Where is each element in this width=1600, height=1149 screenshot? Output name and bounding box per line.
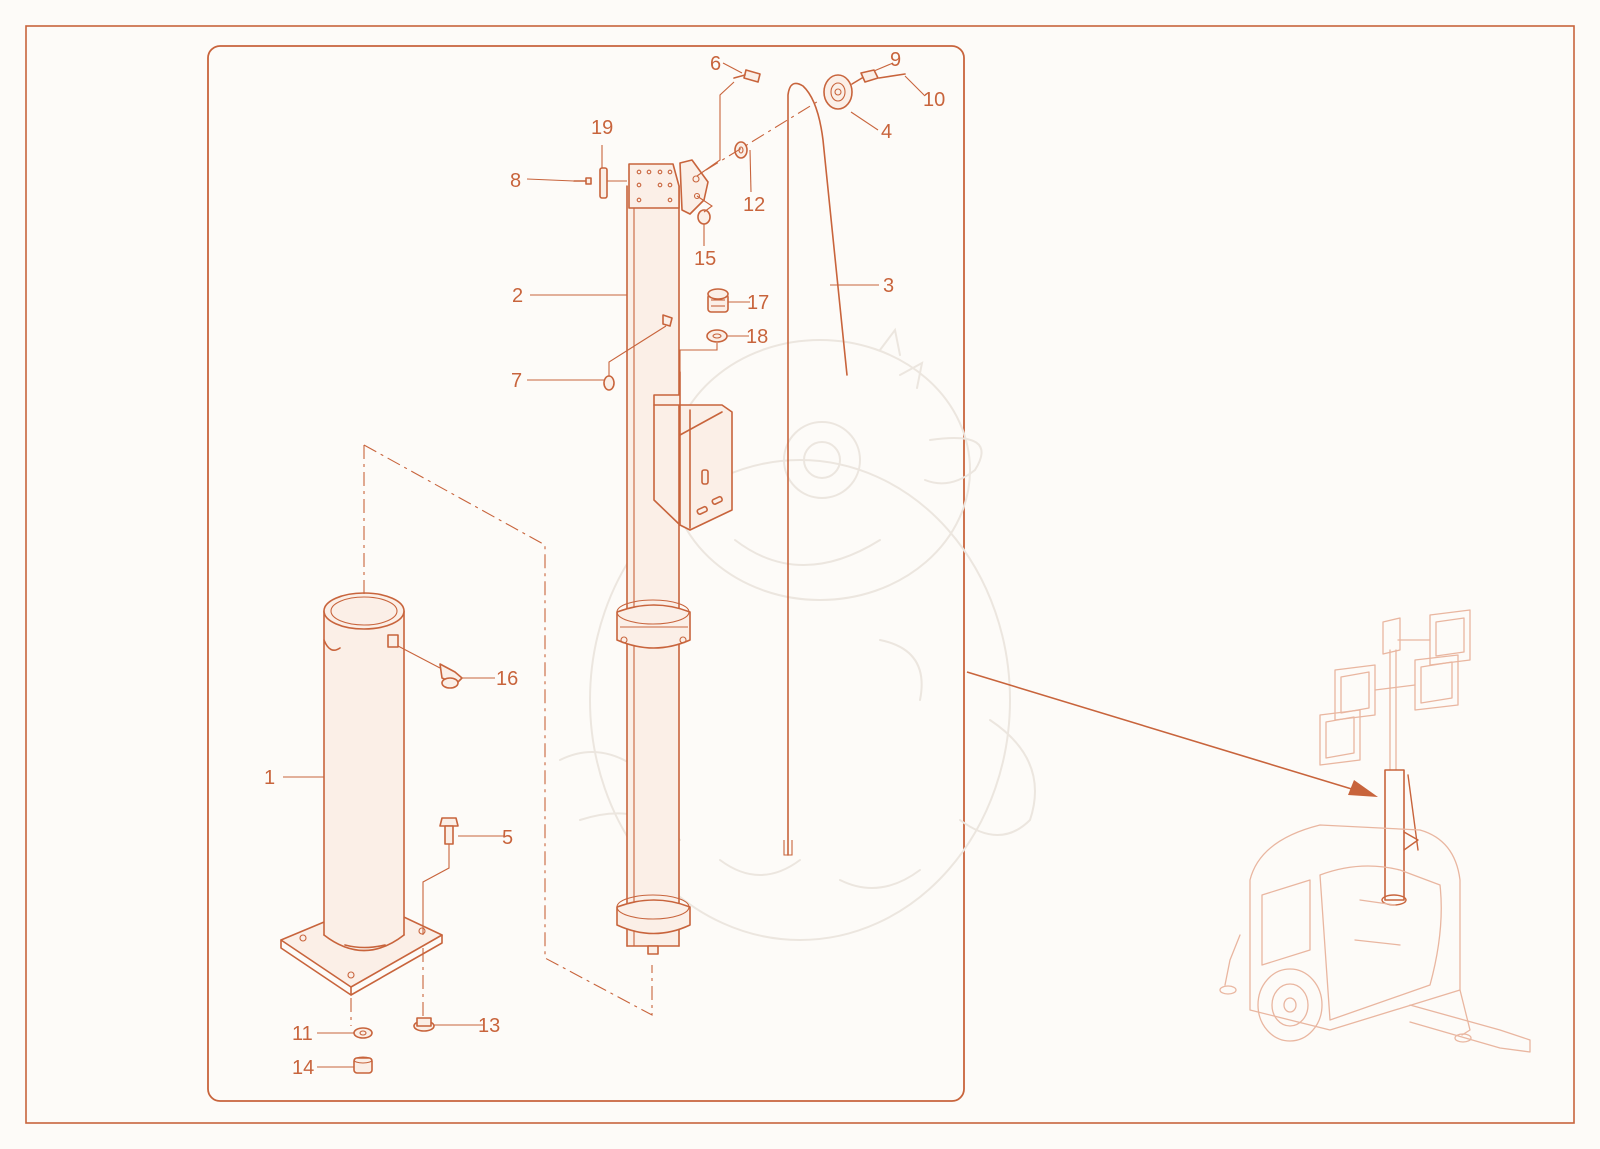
part-8-screw — [573, 177, 592, 185]
part-3-cable — [783, 82, 848, 856]
assembly-path — [363, 444, 653, 1016]
part-16-pin — [397, 645, 463, 689]
part-12-washer — [705, 99, 821, 171]
part-9-axle-bolt — [851, 69, 879, 85]
callout-15: 15 — [694, 248, 716, 270]
callout-3: 3 — [883, 275, 894, 297]
callout-13: 13 — [478, 1015, 500, 1037]
callout-9: 9 — [890, 49, 901, 71]
part-1-base-sleeve — [280, 592, 443, 996]
callout-19: 19 — [591, 117, 613, 139]
callout-12: 12 — [743, 194, 765, 216]
light-tower-overview-icon — [1219, 609, 1531, 1053]
callout-6: 6 — [710, 53, 721, 75]
leader-lines — [283, 62, 926, 1068]
callout-17: 17 — [747, 292, 769, 314]
callout-4: 4 — [881, 121, 892, 143]
part-14-nut — [353, 1056, 373, 1074]
callout-16: 16 — [496, 668, 518, 690]
detail-panel — [207, 45, 965, 1102]
part-13-flange-nut — [413, 948, 435, 1032]
outer-frame — [25, 25, 1575, 1124]
callout-18: 18 — [746, 326, 768, 348]
callout-7: 7 — [511, 370, 522, 392]
callout-5: 5 — [502, 827, 513, 849]
part-10-cotter-pin — [878, 73, 906, 79]
part-7-screw — [603, 314, 673, 391]
part-2-mast — [616, 159, 733, 955]
detail-arrow — [966, 671, 1378, 797]
part-19-spring-pin — [599, 167, 627, 199]
callout-2: 2 — [512, 285, 523, 307]
callout-1: 1 — [264, 767, 275, 789]
callout-10: 10 — [923, 89, 945, 111]
callout-14: 14 — [292, 1057, 314, 1079]
callout-8: 8 — [510, 170, 521, 192]
callout-11: 11 — [292, 1023, 313, 1045]
part-17-cable-gland — [707, 288, 729, 313]
part-4-pulley — [823, 74, 853, 110]
part-5-bolt — [422, 817, 459, 935]
